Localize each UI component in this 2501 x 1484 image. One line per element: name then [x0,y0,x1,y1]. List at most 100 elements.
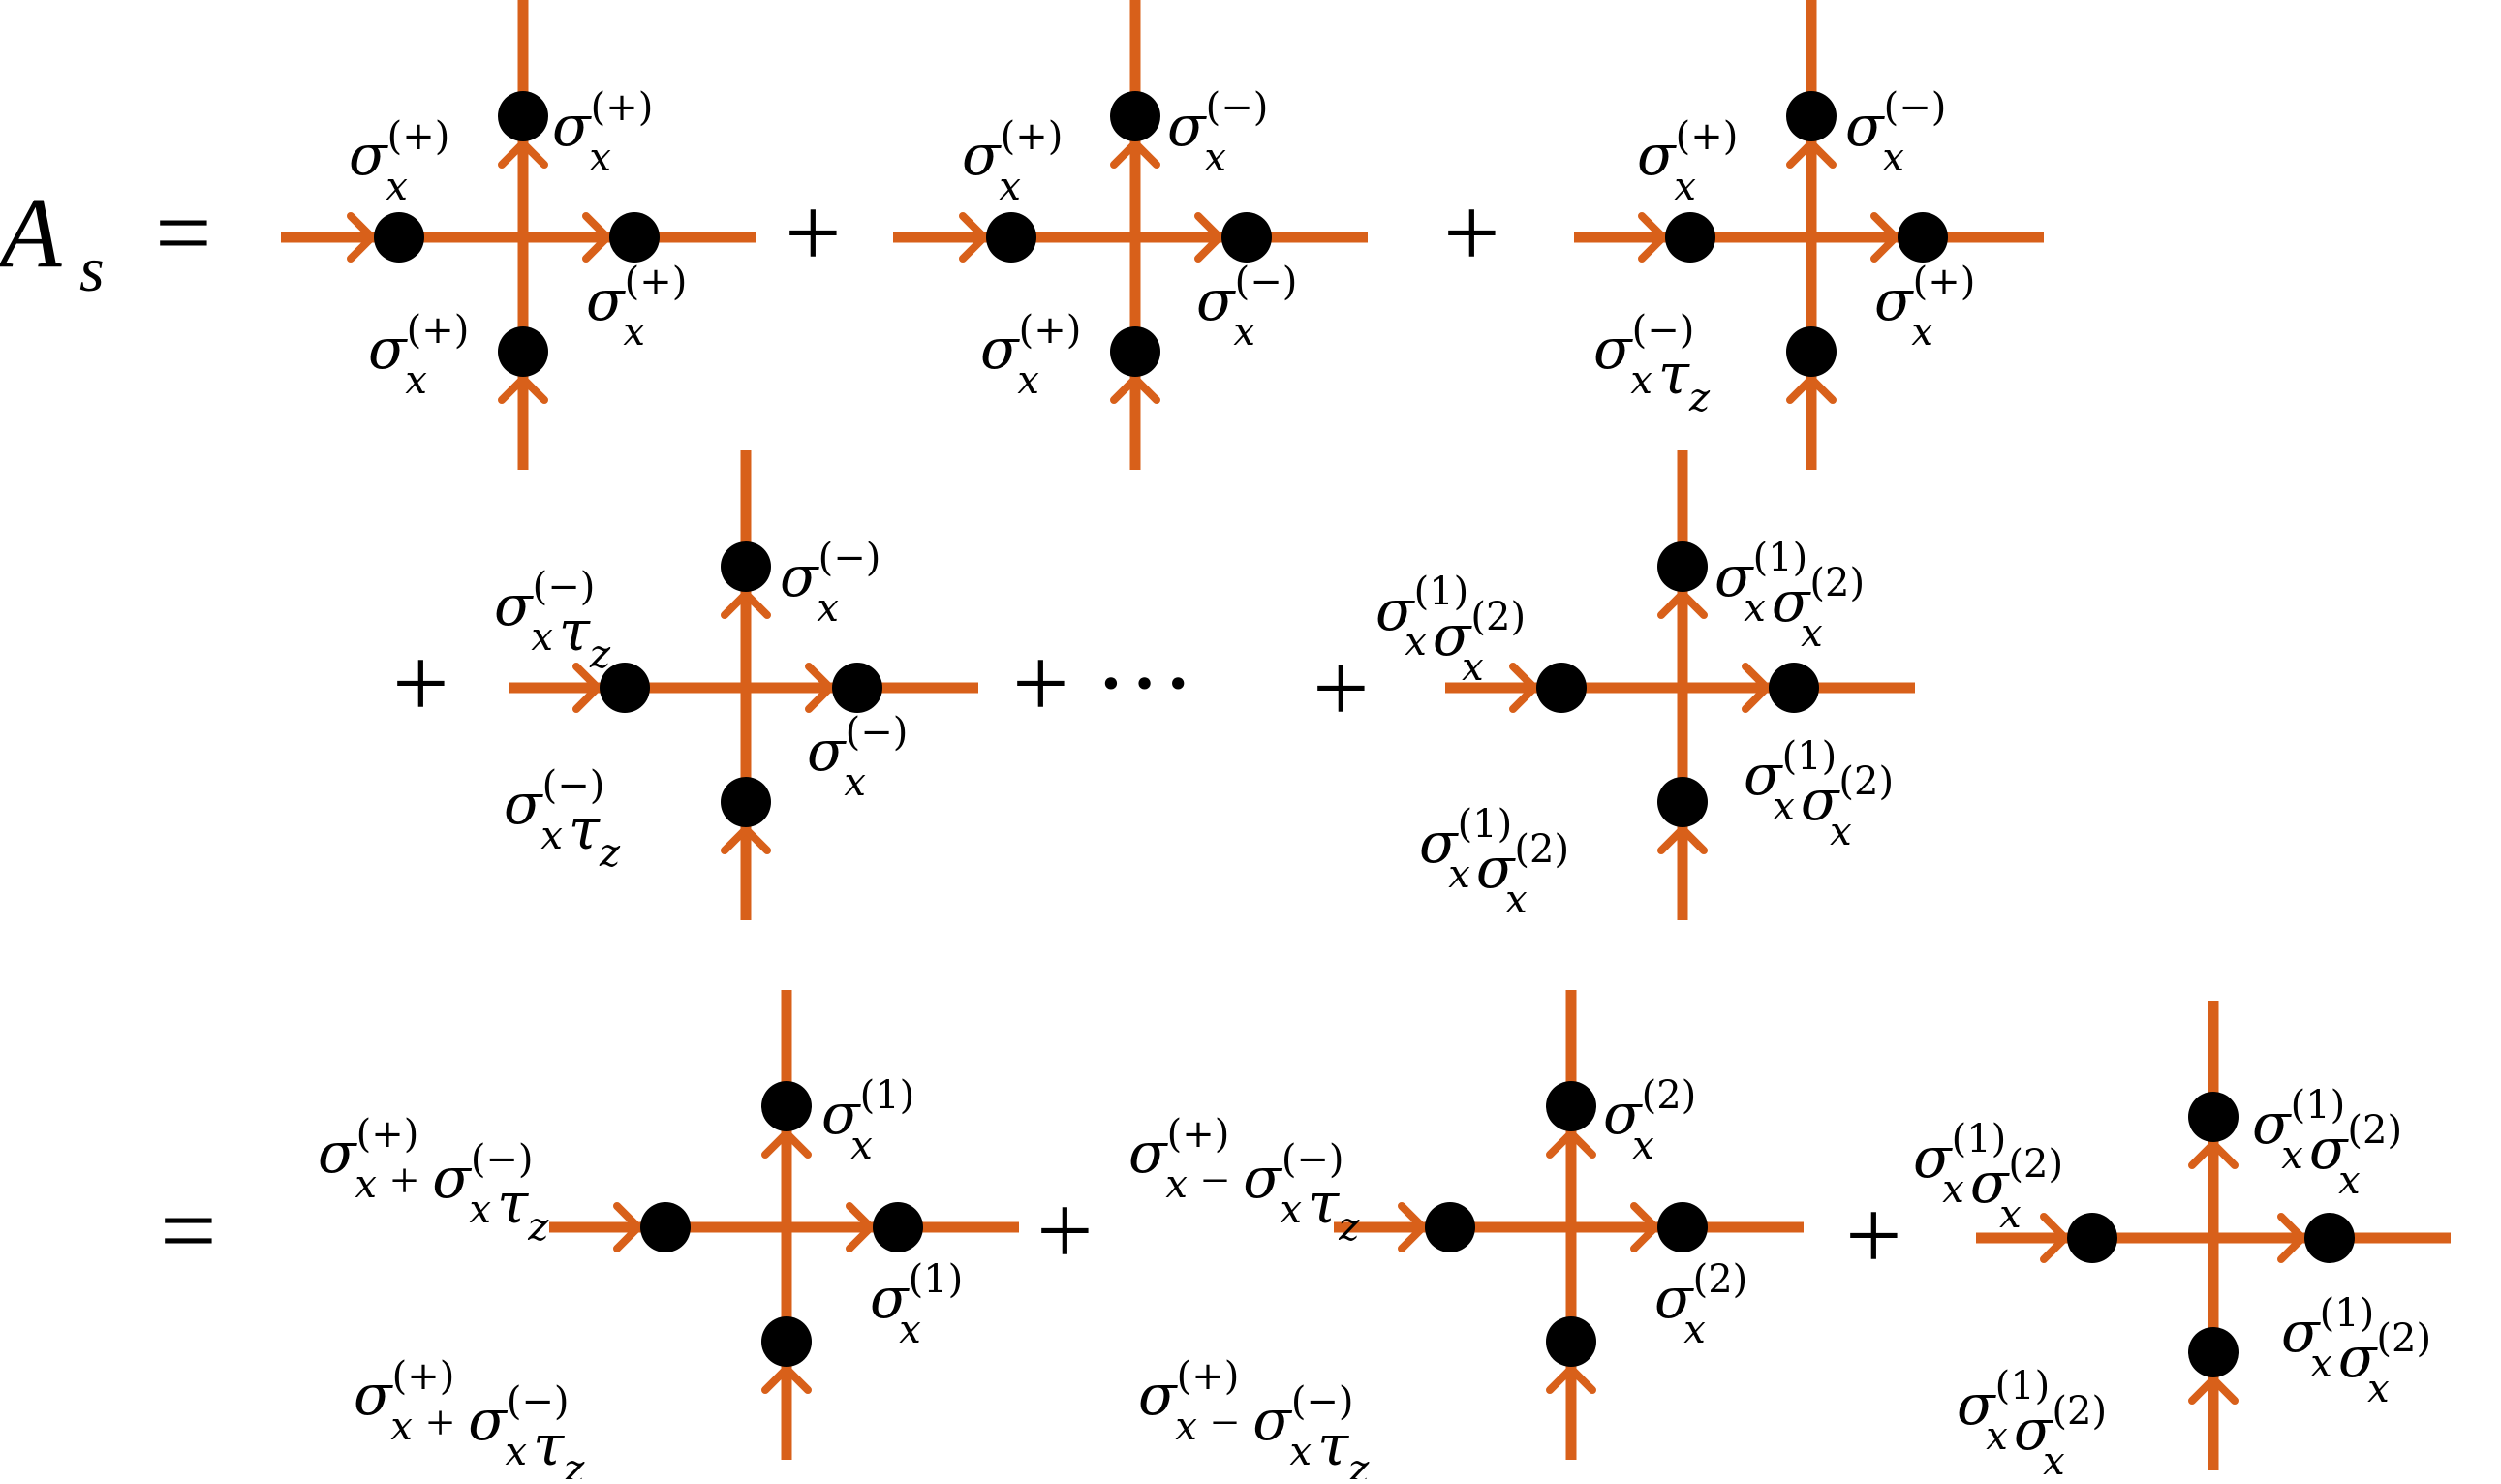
arrow-left-in-icon [2040,1213,2069,1263]
label-down: σ(+)x [980,308,1081,403]
equals-sign-1: = [155,177,212,289]
label-superscript: (2) [1514,827,1569,872]
label-subscript: x [623,310,645,355]
arrow-bottom-in-icon [1110,375,1160,404]
label-symbol: σ [1874,267,1914,333]
label-superscript: (+) [1177,1354,1240,1399]
arrow-right-out-icon [2277,1213,2306,1263]
arrow-bottom-in-icon [721,825,771,854]
label-superscript: (1) [1995,1364,2051,1408]
label-superscript: (1) [1414,570,1469,614]
dot-left [1536,663,1587,713]
plus-sign-6: + [1845,1180,1902,1291]
label-symbol: σ [2309,1116,2349,1182]
label-subscript: x [850,1124,873,1168]
arrow-right-out-icon [1630,1202,1659,1252]
label-subscript: z [527,1205,549,1250]
label-symbol: τ [497,1170,529,1236]
label-superscript: (−) [846,710,909,755]
label-subscript: x [589,136,611,180]
arrow-bottom-in-icon [1546,1365,1596,1394]
dot-top [721,541,771,592]
lhs-symbol: A [0,177,62,289]
label-right: σ(+)x [586,260,687,355]
arrow-left-in-icon [1398,1202,1427,1252]
dot-top [498,91,548,141]
arrow-top-out-icon [761,1129,812,1159]
label-superscript: (2) [1693,1257,1748,1302]
label-symbol: σ [1243,1145,1282,1211]
label-superscript: (−) [1206,85,1269,130]
label-superscript: (2) [1809,561,1865,605]
label-symbol: σ [780,543,819,609]
label-subscript: z [1338,1205,1360,1250]
arrow-left-in-icon [347,212,376,263]
plus-sign-5: + [1036,1175,1094,1286]
label-right: σ(1)x [870,1257,963,1352]
label-subscript: x [540,814,563,858]
label-symbol: σ [1252,1387,1292,1453]
label-symbol: σ [494,572,534,638]
label-subscript: x [1830,810,1852,854]
label-superscript: (1) [2320,1291,2375,1336]
label-subscript: x [2338,1159,2361,1203]
label-superscript: (2) [1470,595,1526,639]
label-symbol: σ [1845,93,1885,159]
label-superscript: (2) [1838,759,1894,804]
label-symbol: σ [2338,1324,2378,1390]
label-superscript: (1) [1952,1117,2007,1161]
dot-top [1786,91,1837,141]
dot-left [640,1202,691,1252]
label-symbol: σ [1714,543,1754,609]
label-superscript: (2) [2008,1142,2063,1187]
label-subscript: x [2281,1133,2303,1178]
plus-sign-1: + [785,177,842,289]
label-subscript: x [1233,310,1255,355]
label-left: σ(+)x [962,114,1063,209]
label-superscript: (−) [818,536,881,580]
label-symbol: σ [468,1387,508,1453]
arrow-right-out-icon [846,1202,875,1252]
arrow-top-out-icon [1110,139,1160,169]
vertex-v1: σ(+)xσ(+)xσ(+)xσ(+)x [281,0,756,470]
label-subscript: x [531,615,553,660]
label-subscript: x [390,1405,413,1449]
arrow-left-in-icon [959,212,988,263]
label-left: σ(+)x [349,114,449,209]
label-superscript: (−) [1632,308,1695,353]
label-superscript: (+) [625,260,688,304]
dot-top [1657,541,1708,592]
label-operator: + [390,1154,418,1209]
label-symbol: σ [980,316,1020,382]
label-subscript: x [817,586,839,631]
arrow-right-out-icon [1742,663,1771,713]
label-symbol: σ [1476,835,1516,901]
label-superscript: (+) [1167,1112,1230,1157]
label-subscript: x [1674,165,1696,209]
dot-right [873,1202,923,1252]
arrow-bottom-in-icon [2188,1376,2239,1405]
label-up: σ(−)x [1845,85,1946,180]
label-symbol: σ [1138,1362,1178,1428]
label-subscript: x [1630,358,1652,403]
dot-bottom [1546,1316,1596,1367]
label-symbol: σ [1603,1081,1643,1147]
label-subscript: x [1773,785,1795,829]
label-symbol: σ [1196,267,1236,333]
label-symbol: τ [559,598,591,664]
arrow-left-in-icon [1638,212,1667,263]
arrow-top-out-icon [721,590,771,619]
label-superscript: (1) [2291,1083,2346,1128]
label-symbol: σ [870,1265,910,1331]
label-superscript: (1) [909,1257,964,1302]
